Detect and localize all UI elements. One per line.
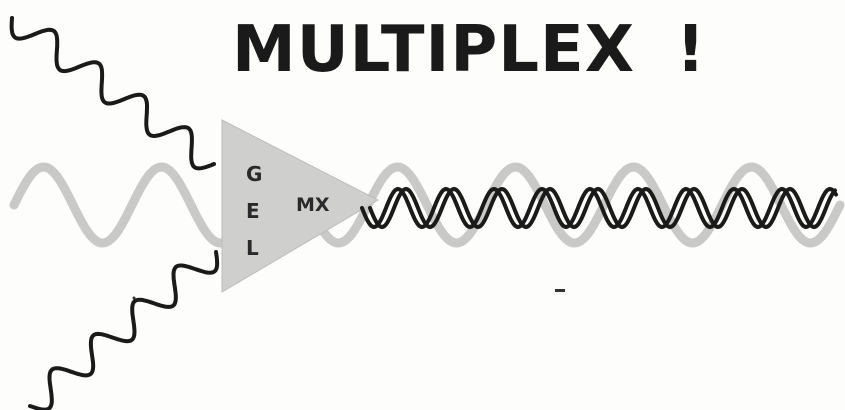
headline-title: MULTIPLEX xyxy=(232,13,636,87)
carrier-wave xyxy=(9,162,845,248)
headline-exclamation: ! xyxy=(676,13,706,87)
triangle-letter-g: G xyxy=(246,162,263,186)
output-label-mx: MX xyxy=(296,194,330,216)
speck-mark xyxy=(132,296,136,300)
mixer-triangle xyxy=(221,119,380,293)
speck-dash xyxy=(555,289,565,292)
multiplexed-output-wave-b xyxy=(368,186,837,230)
input-wave-top xyxy=(9,16,216,171)
triangle-letter-e: E xyxy=(246,199,260,223)
input-wave-bottom xyxy=(28,250,220,410)
triangle-letter-l: L xyxy=(246,236,259,260)
multiplexed-output-wave-a xyxy=(360,186,838,230)
